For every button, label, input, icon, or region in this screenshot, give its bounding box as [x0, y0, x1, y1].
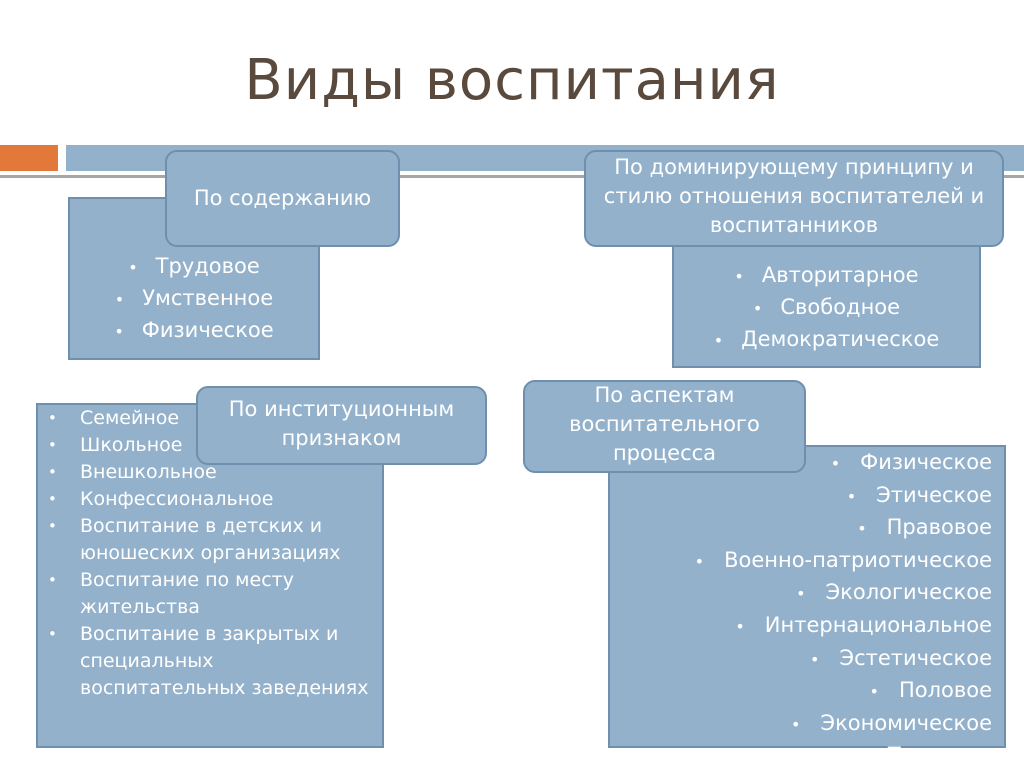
list-item: Половое: [610, 675, 992, 708]
list-item: Школьное: [38, 432, 376, 459]
list-item: Интернациональное: [610, 610, 992, 643]
style-types-list: Авторитарное Свободное Демократическое: [674, 260, 979, 356]
list-item: Внешкольное: [38, 459, 376, 486]
list-item: Воспитание в закрытых и специальных восп…: [38, 621, 376, 702]
list-item: Экономическое: [610, 708, 992, 741]
list-item: Демократическое: [674, 324, 979, 356]
institutional-types-list: Семейное Школьное Внешкольное Конфессион…: [38, 405, 376, 702]
list-item: Конфессиональное: [38, 486, 376, 513]
list-item: Трудовое: [70, 251, 318, 283]
category-label-text: По институционным признаком: [228, 396, 455, 450]
aspect-types-box: Физическое Этическое Правовое Военно-пат…: [608, 445, 1006, 767]
aspect-types-list: Физическое Этическое Правовое Военно-пат…: [610, 447, 992, 773]
list-item: Умственное: [70, 283, 318, 315]
list-item: Воспитание в детских и юношеских организ…: [38, 513, 376, 567]
list-item: Этическое: [610, 480, 992, 513]
list-item: Эстетическое: [610, 643, 992, 676]
content-types-list: Трудовое Умственное Физическое: [70, 251, 318, 347]
list-item: Семейное: [38, 405, 376, 432]
accent-bar-orange: [0, 145, 58, 171]
list-item: Физическое: [70, 315, 318, 347]
list-item: Правовое: [610, 512, 992, 545]
accent-divider: [0, 175, 1024, 178]
style-types-box: Авторитарное Свободное Демократическое: [672, 240, 981, 368]
category-label-text: По доминирующему принципу и стилю отноше…: [603, 155, 985, 237]
list-item: Свободное: [674, 292, 979, 324]
list-item: Физическое: [610, 447, 992, 480]
list-item: Военно-патриотическое: [610, 545, 992, 578]
category-label-text: По содержанию: [193, 186, 372, 210]
category-label-institutional: По институционным признаком: [196, 386, 487, 465]
list-item: Воспитание по месту жительства: [38, 567, 376, 621]
category-label-text: По аспектам воспитательного процесса: [569, 383, 760, 465]
list-item: Трудовое: [610, 740, 992, 773]
list-item: Экологическое: [610, 577, 992, 610]
category-label-content: По содержанию: [165, 150, 400, 247]
category-label-aspects: По аспектам воспитательного процесса: [523, 380, 806, 473]
category-label-style: По доминирующему принципу и стилю отноше…: [584, 150, 1004, 247]
list-item: Авторитарное: [674, 260, 979, 292]
page-title: Виды воспитания: [244, 48, 780, 113]
